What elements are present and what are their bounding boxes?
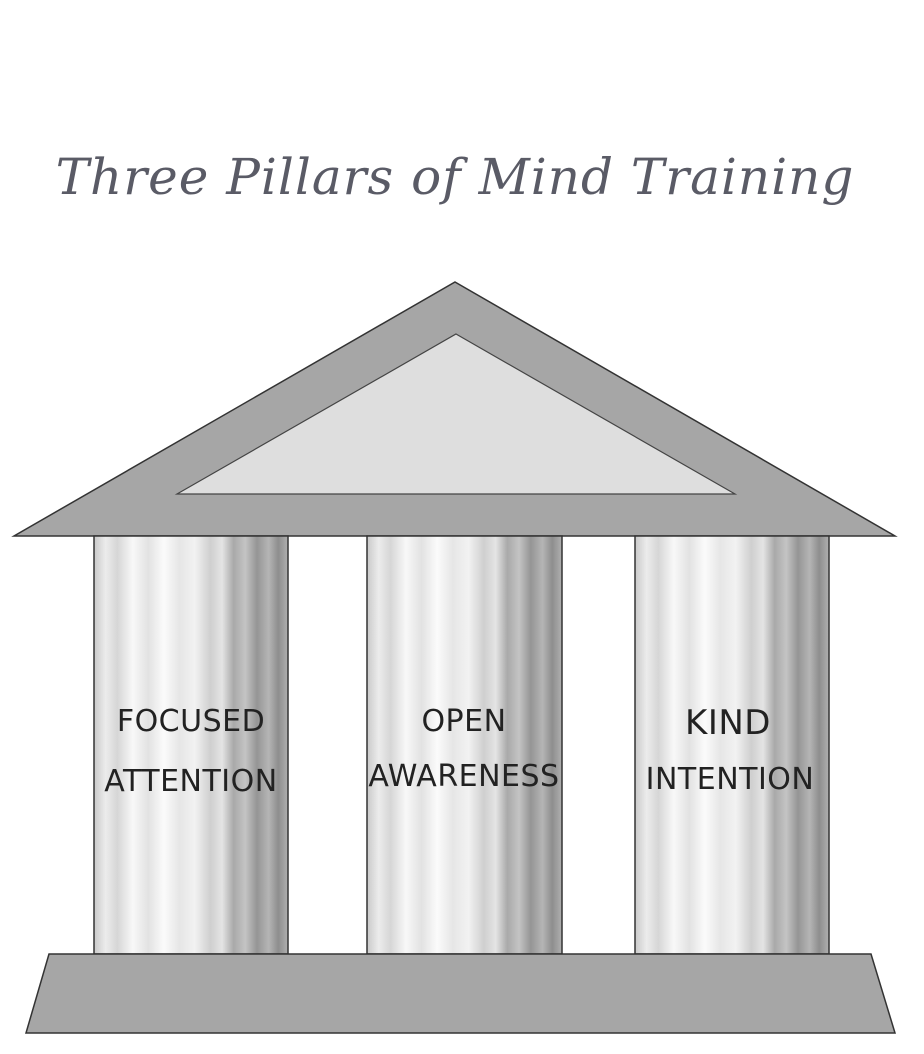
pillar-label-line2: INTENTION <box>646 762 815 797</box>
temple-pediment <box>174 333 738 495</box>
temple-base <box>25 953 897 1034</box>
pillar-focused-attention: FOCUSED ATTENTION <box>93 535 289 955</box>
pillar-label-line2: AWARENESS <box>368 759 559 794</box>
pillar-label-line1: OPEN <box>421 704 506 739</box>
pillar-kind-intention: KIND INTENTION <box>634 535 830 955</box>
pillar-open-awareness: OPEN AWARENESS <box>366 535 563 955</box>
pillar-label-line2: ATTENTION <box>104 764 277 799</box>
pillar-shaft <box>93 535 289 955</box>
pillar-label-line1: FOCUSED <box>117 704 265 739</box>
pillar-shaft <box>634 535 830 955</box>
diagram-title: Three Pillars of Mind Training <box>56 148 855 206</box>
pillar-label-line1: KIND <box>685 703 771 743</box>
pillar-shaft <box>366 535 563 955</box>
